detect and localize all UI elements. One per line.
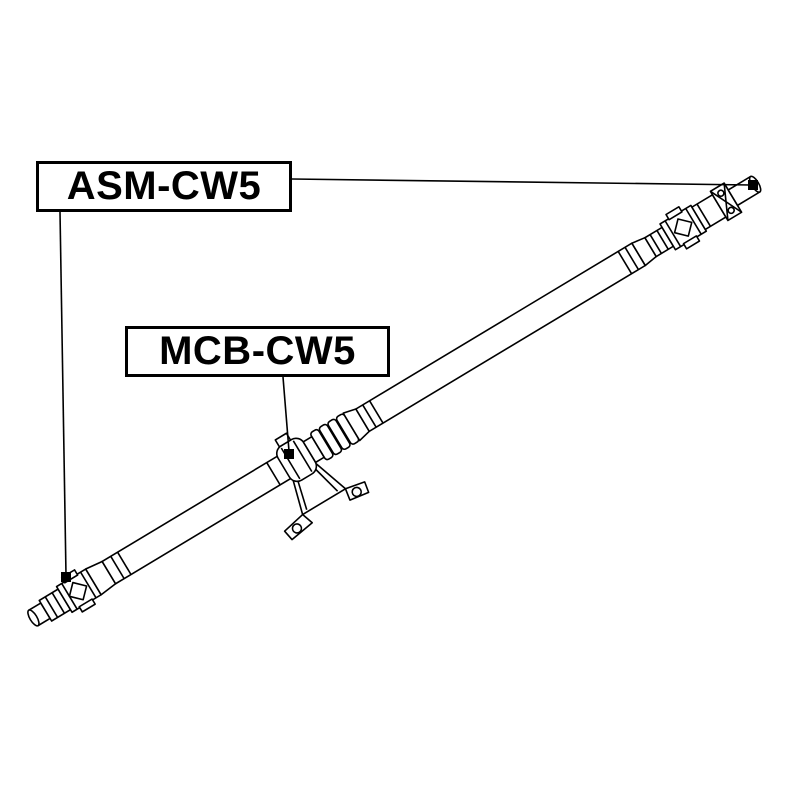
part-label-asm-cw5: ASM-CW5 bbox=[36, 161, 292, 212]
leader-asm-to-front-joint bbox=[59, 211, 67, 576]
shaft-assembly bbox=[27, 175, 762, 627]
leader-lines bbox=[59, 178, 752, 576]
attachment-markers bbox=[61, 180, 758, 582]
front-tube bbox=[101, 454, 293, 585]
leader-asm-to-rear-joint bbox=[291, 178, 752, 186]
marker-front-joint bbox=[61, 572, 71, 582]
rear-universal-joint bbox=[644, 204, 708, 258]
rear-tube bbox=[355, 236, 658, 433]
slip-joint-boot bbox=[302, 408, 371, 464]
rear-flange-yoke bbox=[691, 175, 762, 231]
leader-mcb-to-center-bearing bbox=[282, 376, 290, 452]
part-label-asm-cw5-text: ASM-CW5 bbox=[66, 164, 262, 208]
part-label-mcb-cw5-text: MCB-CW5 bbox=[159, 329, 356, 373]
marker-rear-joint bbox=[748, 180, 758, 190]
part-label-mcb-cw5: MCB-CW5 bbox=[125, 326, 390, 377]
marker-center-bearing bbox=[284, 449, 294, 459]
